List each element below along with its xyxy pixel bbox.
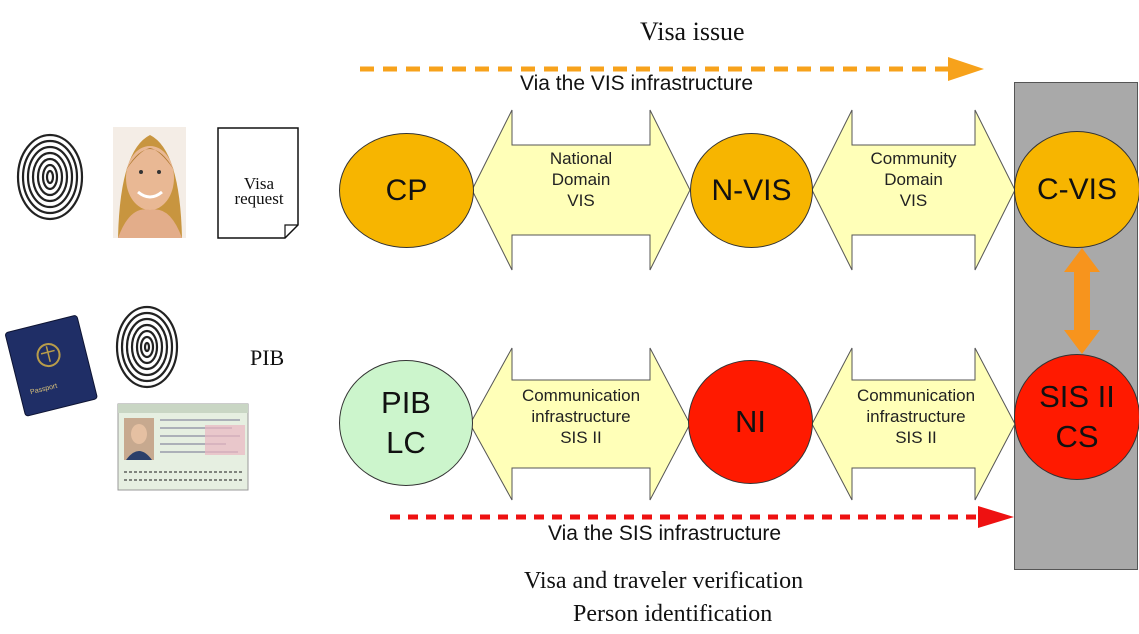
caption-verification: Visa and traveler verification	[524, 568, 804, 594]
node-n-vis: N-VIS	[690, 133, 813, 248]
fingerprint-icon	[16, 132, 84, 222]
face-photo-icon	[113, 127, 186, 238]
community-domain-label: Community Domain VIS	[870, 149, 957, 210]
fingerprint-icon	[115, 305, 179, 389]
node-c-vis: C-VIS	[1014, 131, 1139, 248]
sis-infrastructure-label: Via the SIS infrastructure	[548, 522, 782, 545]
pib-label: PIB	[250, 345, 285, 370]
comm-infra-label-1: Communication infrastructure SIS II	[521, 386, 641, 447]
node-cp: CP	[339, 133, 474, 248]
document-icon	[217, 127, 299, 239]
passport-icon	[5, 315, 98, 417]
visa-request-label: Visa request	[234, 174, 284, 208]
node-sis-ii-cs: SIS II CS	[1014, 354, 1139, 480]
cvis-sis-link-arrow	[1064, 248, 1100, 354]
node-ni: NI	[688, 360, 813, 484]
visa-sticker-icon	[117, 403, 249, 491]
national-domain-label: National Domain VIS	[549, 149, 613, 210]
node-pib-lc: PIB LC	[339, 360, 473, 486]
visa-issue-title: Visa issue	[640, 17, 745, 46]
sis-dashed-arrow	[390, 506, 1014, 528]
visa-issue-dashed-arrow	[360, 57, 984, 81]
comm-infra-label-2: Communication infrastructure SIS II	[856, 386, 976, 447]
caption-identification: Person identification	[573, 601, 773, 627]
vis-infrastructure-label: Via the VIS infrastructure	[520, 72, 754, 95]
